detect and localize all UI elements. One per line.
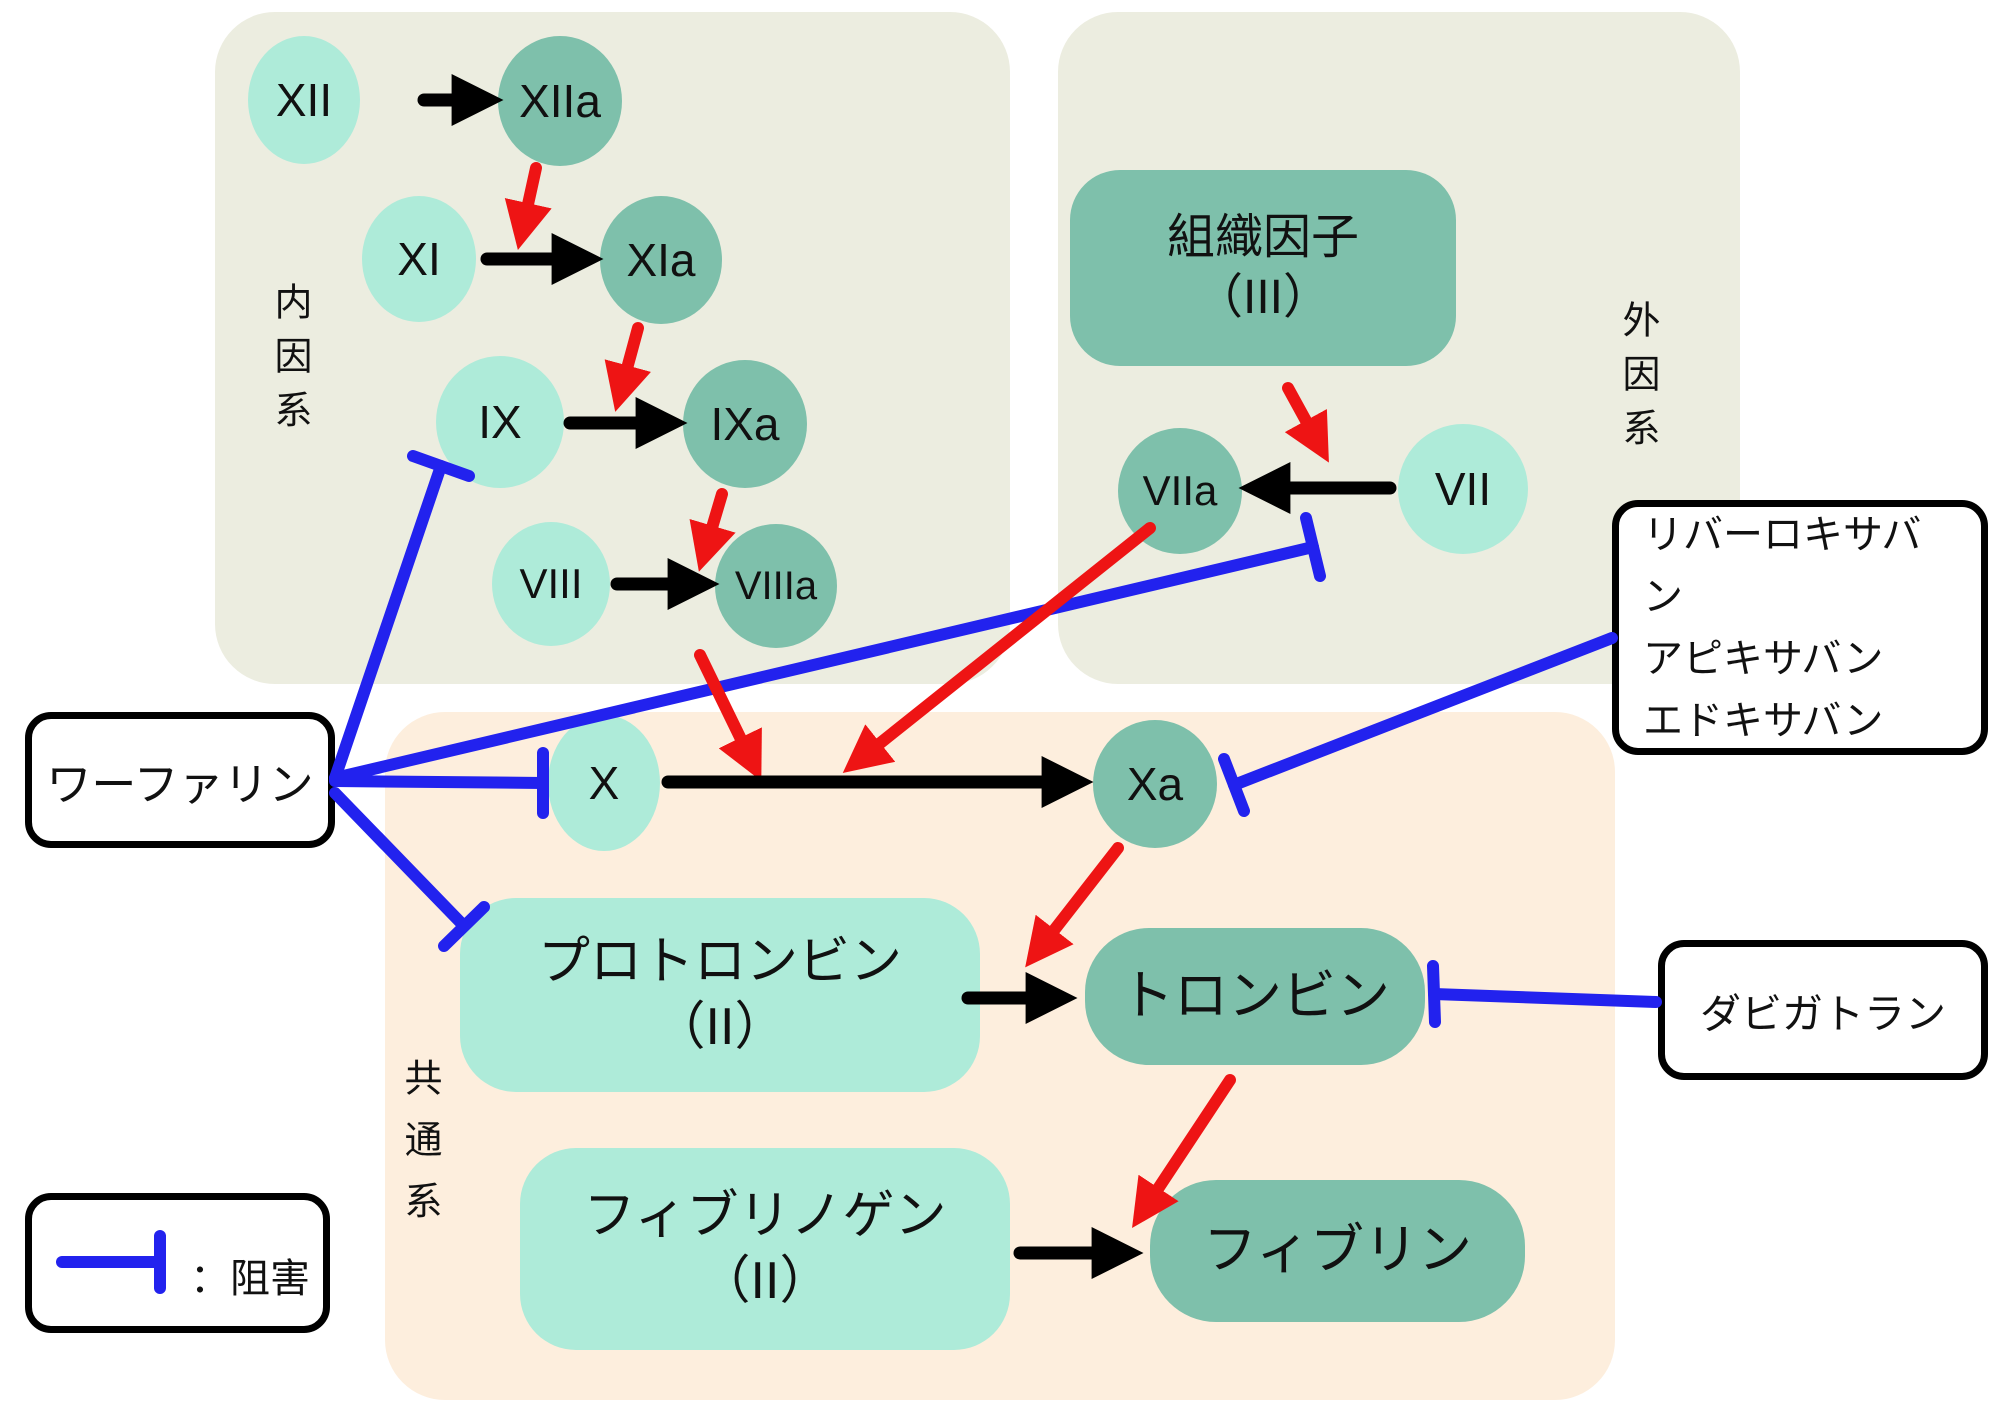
warfarin-label: ワーファリン (46, 758, 314, 810)
dabigatran-box: ダビガトラン (1658, 940, 1988, 1080)
fibrin-label: フィブリン (1203, 1220, 1472, 1281)
factor-xiia-node: XIIa (498, 36, 622, 166)
prothrombin-box: プロトロンビン （II） (460, 898, 980, 1092)
legend-inhibition-label: ：阻害 (190, 1257, 310, 1301)
tissue-factor-label-line1: 組織因子 (1166, 211, 1359, 264)
factor-xia-node: XIa (600, 196, 722, 324)
factor-vii-node: VII (1398, 424, 1528, 554)
edoxaban-label: エドキサバン (1643, 698, 1884, 743)
xa-inhibitors-box: リバーロキサバン アピキサバン エドキサバン (1612, 500, 1988, 755)
factor-xa-node: Xa (1093, 720, 1217, 848)
tissue-factor-label-line2: （III） (1194, 271, 1331, 324)
factor-viiia-node: VIIIa (715, 524, 837, 648)
factor-x-node: X (548, 715, 660, 851)
factor-ix-node: IX (436, 356, 564, 488)
thrombin-label: トロンビン (1120, 965, 1390, 1026)
factor-xi-node: XI (362, 196, 476, 322)
intrinsic-pathway-label: 内因系 (268, 282, 310, 444)
tissue-factor-box: 組織因子 （III） (1070, 170, 1456, 366)
common-pathway-label: 共通系 (398, 1058, 440, 1243)
thrombin-box: トロンビン (1085, 928, 1425, 1065)
factor-ixa-node: IXa (683, 360, 807, 488)
factor-xii-node: XII (248, 36, 360, 164)
fibrinogen-box: フィブリノゲン （II） (520, 1148, 1010, 1350)
extrinsic-pathway-label: 外因系 (1616, 300, 1658, 462)
rivaroxaban-label: リバーロキサバン (1643, 512, 1922, 619)
prothrombin-label-line1: プロトロンビン (537, 933, 902, 991)
fibrinogen-label-line2: （II） (698, 1252, 832, 1310)
fibrinogen-label-line1: フィブリノゲン (583, 1187, 947, 1245)
factor-viii-node: VIII (492, 522, 610, 646)
legend-box: ：阻害 (25, 1193, 330, 1333)
factor-viia-node: VIIa (1118, 428, 1242, 554)
warfarin-box: ワーファリン (25, 712, 335, 848)
fibrin-box: フィブリン (1150, 1180, 1525, 1322)
apixaban-label: アピキサバン (1643, 636, 1884, 681)
dabigatran-label: ダビガトラン (1700, 991, 1946, 1037)
prothrombin-label-line2: （II） (653, 998, 787, 1056)
